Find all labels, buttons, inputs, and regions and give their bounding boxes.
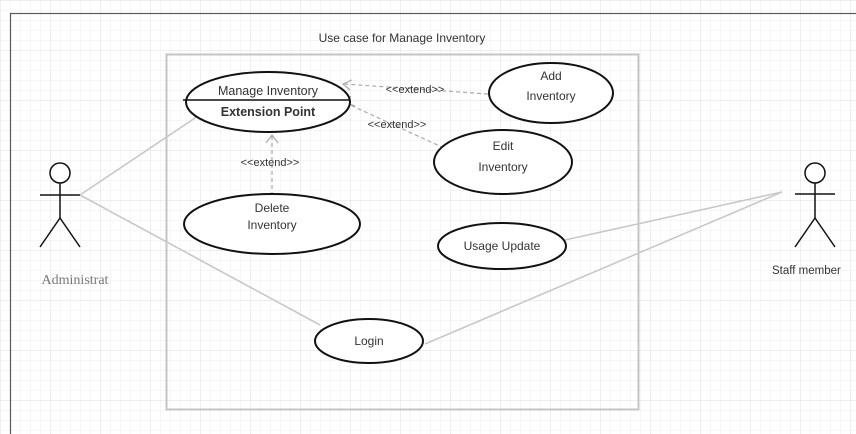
arrowhead-add [341, 79, 353, 91]
use-case-usage-update-shape [437, 222, 567, 270]
association-staff-login[interactable] [424, 191, 783, 345]
use-case-manage-inventory[interactable]: Manage Inventory Extension Point [183, 71, 351, 133]
use-case-edit-inventory-label-line2: Inventory [478, 160, 527, 174]
extend-label-add: <<extend>> [386, 84, 445, 96]
actor-staff-member-label: Staff member [772, 265, 841, 277]
use-case-add-inventory[interactable]: Add Inventory [488, 62, 614, 124]
use-case-usage-update[interactable]: Usage Update [437, 222, 567, 270]
stick-figure-icon [794, 162, 836, 248]
diagram-title: Use case for Manage Inventory [319, 31, 486, 45]
use-case-add-inventory-label-line1: Add [540, 69, 561, 83]
association-admin-manage-inventory[interactable] [79, 111, 205, 196]
use-case-manage-inventory-shape [185, 71, 351, 133]
association-admin-login[interactable] [79, 194, 321, 326]
system-boundary[interactable] [165, 53, 640, 411]
arrowhead-delete [265, 134, 279, 144]
use-case-delete-inventory-label-line2: Inventory [247, 218, 296, 232]
association-lines [79, 111, 783, 345]
use-case-delete-inventory[interactable]: Delete Inventory [183, 193, 361, 255]
extend-line-edit[interactable] [347, 103, 445, 149]
use-case-edit-inventory-label-line1: Edit [493, 139, 514, 153]
extend-lines [271, 83, 489, 196]
use-case-add-inventory-label-line2: Inventory [526, 89, 575, 103]
use-case-usage-update-label: Usage Update [464, 239, 541, 253]
diagram-frame [9, 12, 856, 434]
use-case-login[interactable]: Login [314, 318, 424, 364]
use-case-edit-inventory-shape [433, 129, 573, 195]
use-case-add-inventory-shape [488, 62, 614, 124]
use-case-login-shape [314, 318, 424, 364]
actor-staff-member[interactable]: Staff member [772, 162, 841, 277]
use-case-login-label: Login [354, 334, 383, 348]
association-staff-usage-update[interactable] [564, 191, 783, 241]
use-case-delete-inventory-label-line1: Delete [255, 201, 290, 215]
use-case-manage-inventory-label: Manage Inventory [218, 84, 319, 98]
actor-administrator[interactable]: Administrat [39, 162, 109, 288]
extend-line-add[interactable] [344, 83, 489, 95]
use-case-delete-inventory-shape [183, 193, 361, 255]
extension-point-label: Extension Point [221, 105, 316, 119]
extend-label-delete: <<extend>> [241, 157, 300, 169]
extend-label-edit: <<extend>> [368, 119, 427, 131]
use-case-edit-inventory[interactable]: Edit Inventory [433, 129, 573, 195]
actor-administrator-label: Administrat [42, 273, 109, 288]
stick-figure-icon [39, 162, 81, 248]
